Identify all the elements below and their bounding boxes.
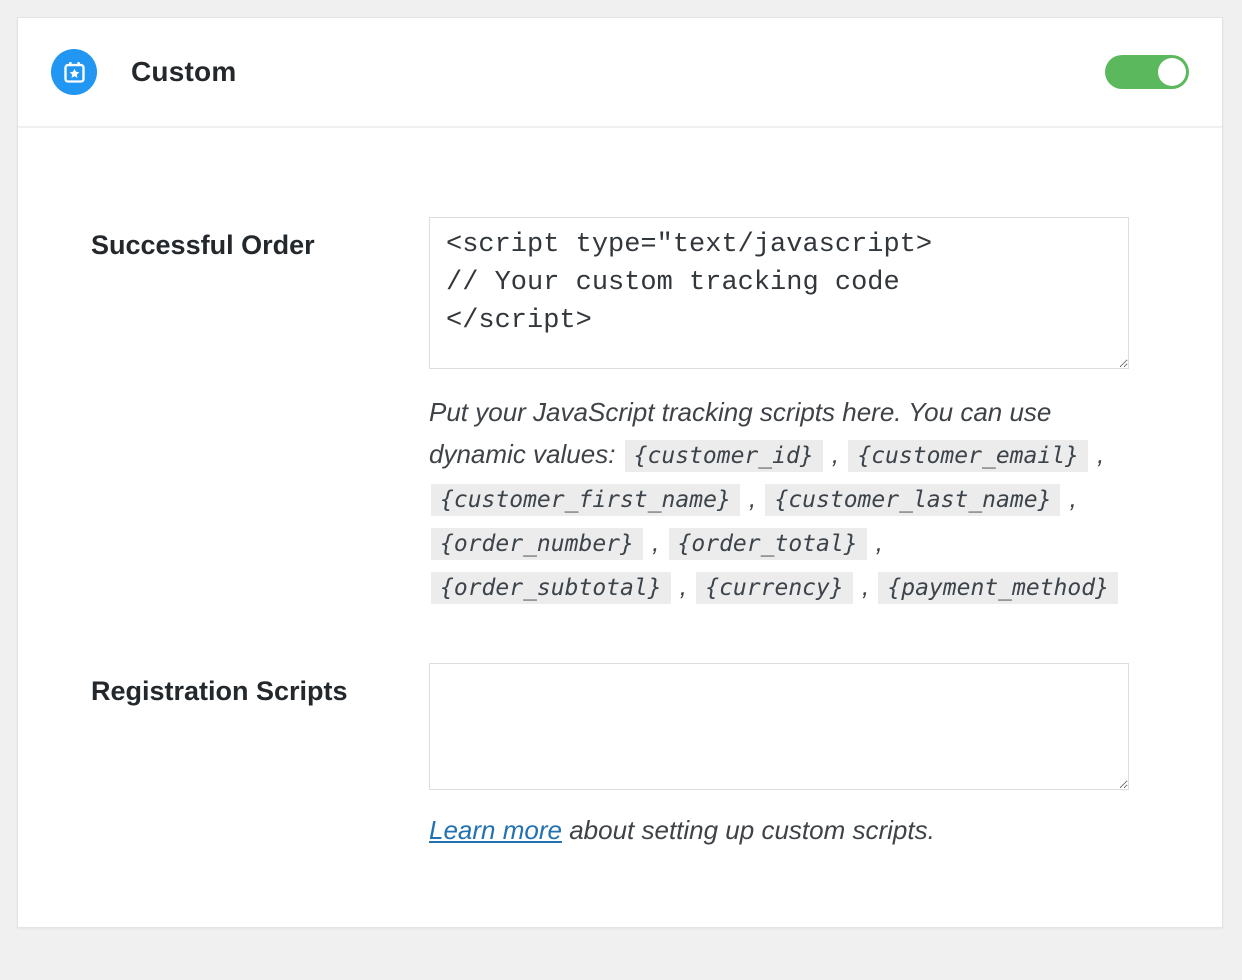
dynamic-value-token: {payment_method} xyxy=(878,572,1118,604)
card-title: Custom xyxy=(131,56,237,87)
successful-order-help-text: Put your JavaScript tracking scripts her… xyxy=(429,391,1129,609)
card-body: Successful Order <script type="text/java… xyxy=(18,128,1222,927)
successful-order-field-column: <script type="text/javascript> // Your c… xyxy=(429,217,1129,609)
registration-scripts-textarea[interactable] xyxy=(429,663,1129,790)
dynamic-value-token: {order_total} xyxy=(668,528,867,560)
custom-integration-card: Custom Successful Order <script type="te… xyxy=(17,17,1223,928)
help-intro-text: Put your JavaScript tracking scripts her… xyxy=(429,397,1052,469)
dynamic-value-token: {customer_last_name} xyxy=(765,484,1061,516)
successful-order-label: Successful Order xyxy=(91,230,315,260)
dynamic-value-token: {order_number} xyxy=(431,528,643,560)
dynamic-value-token: {customer_id} xyxy=(624,440,823,472)
dynamic-value-token: {customer_first_name} xyxy=(431,484,740,516)
registration-scripts-row: Registration Scripts Learn more about se… xyxy=(91,663,1129,848)
dynamic-values-token-list: {customer_id} , {customer_email} , {cust… xyxy=(429,439,1120,604)
learn-more-line: Learn more about setting up custom scrip… xyxy=(429,812,1129,848)
successful-order-textarea[interactable]: <script type="text/javascript> // Your c… xyxy=(429,217,1129,369)
registration-scripts-label: Registration Scripts xyxy=(91,676,348,706)
toggle-knob xyxy=(1158,58,1186,86)
custom-enabled-toggle[interactable] xyxy=(1105,55,1189,89)
learn-more-link[interactable]: Learn more xyxy=(429,815,562,845)
dynamic-value-token: {customer_email} xyxy=(848,440,1088,472)
registration-scripts-field-column: Learn more about setting up custom scrip… xyxy=(429,663,1129,848)
calendar-star-icon xyxy=(51,49,97,95)
learn-more-text: about setting up custom scripts. xyxy=(561,815,935,845)
successful-order-row: Successful Order <script type="text/java… xyxy=(91,217,1129,609)
dynamic-value-token: {order_subtotal} xyxy=(431,572,671,604)
card-header: Custom xyxy=(18,18,1222,128)
dynamic-value-token: {currency} xyxy=(696,572,853,604)
